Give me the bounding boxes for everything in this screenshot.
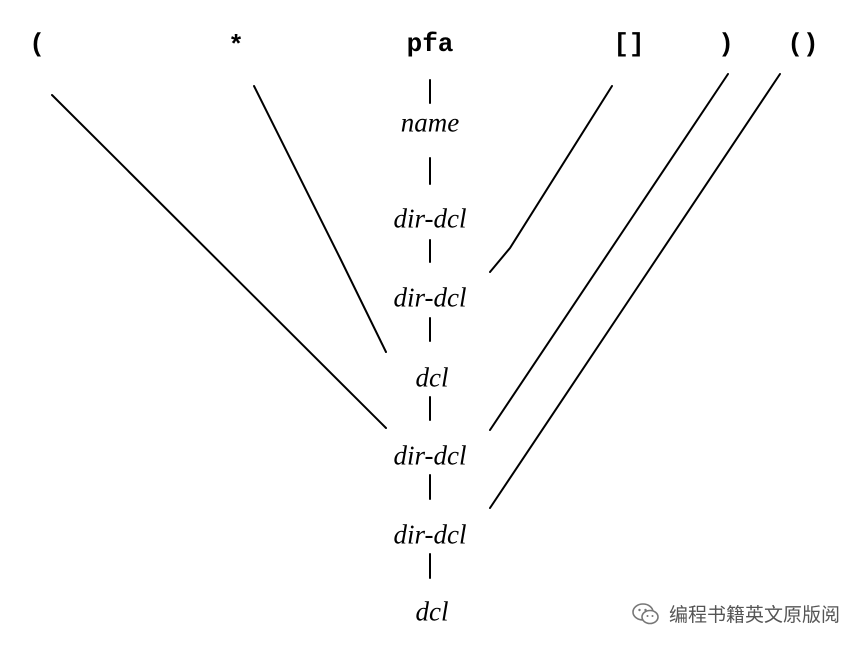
token-pfa: pfa xyxy=(406,29,454,59)
node-dcl-1: dcl xyxy=(415,362,449,393)
edge-rparen-dirdcl3 xyxy=(489,73,729,431)
node-name: name xyxy=(400,107,460,138)
token-star: * xyxy=(228,31,244,61)
node-dir-dcl-4: dir-dcl xyxy=(393,519,467,550)
edge-parens-dirdcl4 xyxy=(489,73,781,509)
node-dir-dcl-1: dir-dcl xyxy=(393,203,467,234)
edge-lparen-dirdcl3 xyxy=(51,94,387,429)
token-brackets: [] xyxy=(613,29,645,59)
edge-brackets-dirdcl1 xyxy=(489,85,613,273)
token-left-paren: ( xyxy=(29,29,45,59)
watermark-text: 编程书籍英文原版阅 xyxy=(668,604,840,626)
node-dir-dcl-3: dir-dcl xyxy=(393,440,467,471)
token-parens: () xyxy=(787,29,819,59)
token-right-paren: ) xyxy=(718,29,734,59)
wechat-icon xyxy=(632,602,659,624)
edge-star-dcl1 xyxy=(253,85,387,353)
node-dcl-2: dcl xyxy=(415,596,449,627)
node-dir-dcl-2: dir-dcl xyxy=(393,282,467,313)
watermark: 编程书籍英文原版阅 xyxy=(631,600,840,627)
